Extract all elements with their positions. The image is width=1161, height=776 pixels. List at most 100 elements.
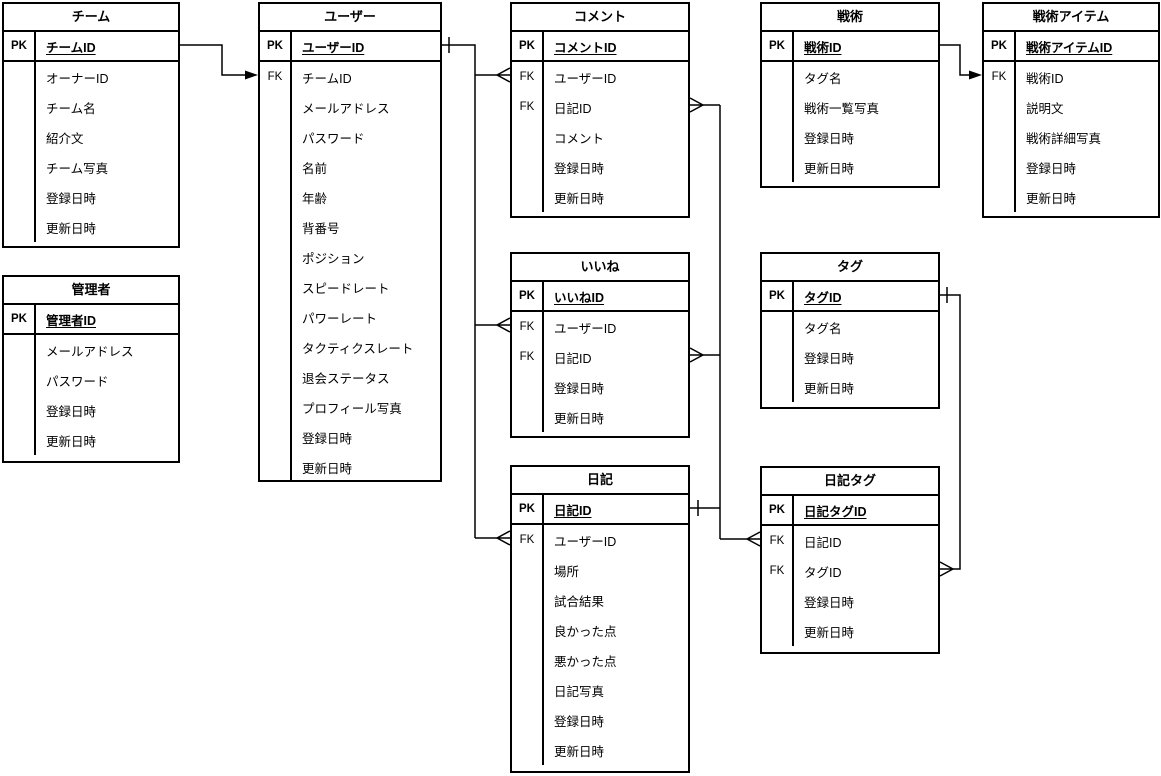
- field-name: 良かった点: [554, 624, 617, 639]
- edge-diary-references[interactable]: [689, 97, 761, 547]
- field-row: チーム写真: [4, 152, 178, 182]
- field-row: 更新日時: [762, 152, 938, 182]
- field-name: 説明文: [1026, 101, 1064, 116]
- arrowhead-icon: [245, 70, 258, 80]
- field-name: ユーザーID: [554, 71, 617, 86]
- edge-tag-diarytag[interactable]: [939, 287, 961, 577]
- field-name: 日記ID: [554, 351, 592, 366]
- field-row: 良かった点: [512, 615, 688, 645]
- edge-team-user[interactable]: [180, 44, 258, 80]
- field-name: 戦術詳細写真: [1026, 131, 1102, 146]
- field-name: 登録日時: [46, 191, 97, 206]
- entity-title: コメント: [512, 4, 688, 32]
- key-column-divider: [542, 282, 544, 432]
- field-name: 紹介文: [46, 131, 84, 146]
- entity-title: チーム: [4, 4, 178, 32]
- field-name: 更新日時: [804, 625, 855, 640]
- field-name: タグ名: [804, 71, 842, 86]
- field-row: 登録日時: [512, 152, 688, 182]
- fk-label: FK: [519, 351, 535, 363]
- field-row: 背番号: [260, 212, 440, 242]
- field-row: スピードレート: [260, 272, 440, 302]
- field-name: 背番号: [302, 221, 340, 236]
- entity-title: 日記タグ: [762, 468, 938, 496]
- field-name: 登録日時: [46, 404, 97, 419]
- field-row: 年齢: [260, 182, 440, 212]
- field-row: 登録日時: [762, 586, 938, 616]
- field-row: タグ名: [762, 312, 938, 342]
- entity-title: ユーザー: [260, 4, 440, 32]
- field-row: メールアドレス: [260, 92, 440, 122]
- key-column-divider: [1014, 32, 1016, 212]
- field-row: チーム名: [4, 92, 178, 122]
- crow-foot-icon: [939, 561, 954, 577]
- field-row: 更新日時: [512, 402, 688, 432]
- entity-title: いいね: [512, 254, 688, 282]
- field-row: 登録日時: [512, 372, 688, 402]
- fk-label: FK: [769, 565, 785, 577]
- field-row: オーナーID: [4, 62, 178, 92]
- edge-user-references[interactable]: [442, 37, 511, 546]
- pk-label: PK: [519, 290, 535, 302]
- entity-title: 戦術: [762, 4, 938, 32]
- pk-label: PK: [769, 504, 785, 516]
- field-name: 退会ステータス: [302, 371, 390, 386]
- edge-tactic-tacticitem[interactable]: [940, 44, 982, 80]
- field-name: ユーザーID: [554, 534, 617, 549]
- key-column-divider: [792, 32, 794, 182]
- pk-label: PK: [519, 40, 535, 52]
- field-name: 戦術一覧写真: [804, 101, 880, 116]
- pk-label: PK: [11, 313, 27, 325]
- field-name: 登録日時: [804, 595, 855, 610]
- field-row: 登録日時: [512, 705, 688, 735]
- crow-foot-icon: [689, 347, 704, 363]
- field-row: パスワード: [4, 365, 178, 395]
- field-name: チームID: [302, 71, 352, 86]
- crow-foot-icon: [496, 317, 511, 333]
- field-name: 登録日時: [1026, 161, 1077, 176]
- fk-label: FK: [519, 534, 535, 546]
- field-row: 更新日時: [762, 616, 938, 646]
- pk-field-name: いいねID: [554, 290, 605, 305]
- field-row: メールアドレス: [4, 335, 178, 365]
- field-name: パスワード: [46, 374, 109, 389]
- primary-key-row: PK 日記タグID: [762, 496, 938, 526]
- pk-label: PK: [11, 40, 27, 52]
- pk-field-name: 日記ID: [554, 503, 592, 518]
- field-row: FK ユーザーID: [512, 525, 688, 555]
- field-name: メールアドレス: [302, 101, 390, 116]
- pk-field-name: 日記タグID: [804, 504, 867, 519]
- field-name: オーナーID: [46, 71, 109, 86]
- entity-title: 管理者: [4, 277, 178, 305]
- field-row: 更新日時: [260, 452, 440, 482]
- field-row: 紹介文: [4, 122, 178, 152]
- field-row: ポジション: [260, 242, 440, 272]
- field-row: 登録日時: [4, 395, 178, 425]
- pk-label: PK: [267, 40, 283, 52]
- field-name: 日記ID: [804, 535, 842, 550]
